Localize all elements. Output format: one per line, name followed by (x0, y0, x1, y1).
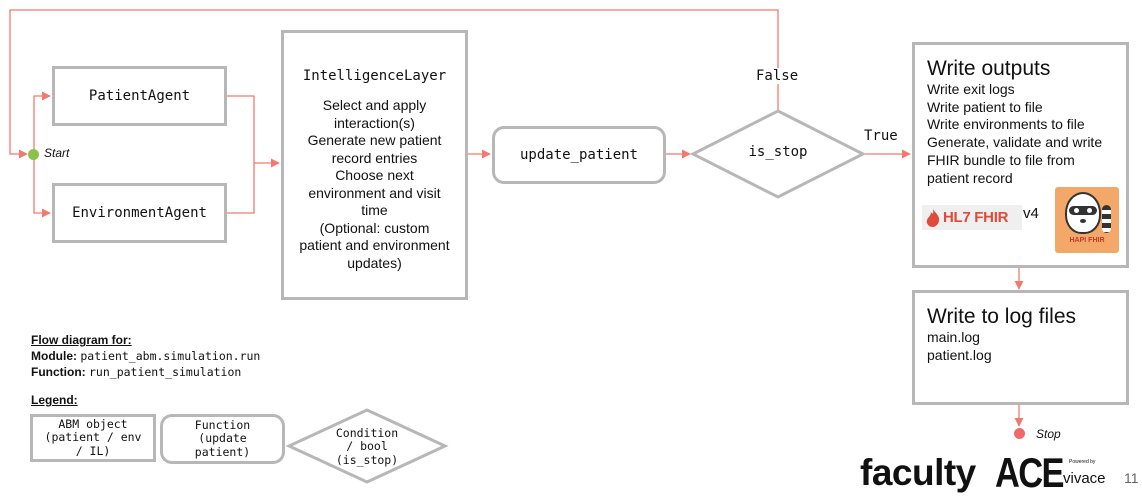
intelligence-layer-title: IntelligenceLayer (302, 68, 447, 84)
edge-patient-to-il (226, 95, 280, 168)
il-line: updates) (347, 254, 402, 271)
il-line: Choose next (335, 167, 414, 183)
write-outputs-title: Write outputs (927, 57, 1051, 80)
il-line: interaction(s) (334, 114, 415, 131)
flow-info-heading: Flow diagram for: (31, 333, 132, 347)
legend-abm-line: (patient / env (44, 430, 142, 445)
write-logs-node: Write to log files main.log patient.log (912, 290, 1129, 405)
module-value: patient_abm.simulation.run (80, 349, 261, 363)
intelligence-layer-node: IntelligenceLayer Select and apply inter… (281, 30, 468, 300)
true-edge-label: True (864, 128, 898, 144)
vivace-logo: vivace (1063, 470, 1106, 487)
write-logs-files: main.log patient.log (927, 329, 1126, 364)
start-dot (28, 149, 39, 160)
il-line: patient and environment (299, 237, 450, 253)
output-line: Write patient to file (927, 98, 1043, 115)
start-label: Start (44, 146, 70, 160)
edge-start-to-environment (33, 154, 51, 218)
il-line: record entries (331, 149, 418, 166)
function-value: run_patient_simulation (89, 365, 242, 379)
fhir-version: v4 (1023, 205, 1039, 222)
module-row: Module: patient_abm.simulation.run (31, 348, 260, 364)
legend-condition-line: (is_stop) (335, 452, 399, 467)
edge-environment-to-il (226, 163, 255, 214)
false-edge-label: False (756, 68, 799, 84)
legend-condition-line: Condition (335, 425, 399, 440)
module-label: Module: (31, 349, 77, 363)
hapi-fhir-logo: HAPI FHIR (1055, 187, 1119, 253)
stop-label: Stop (1036, 427, 1061, 441)
log-file-line: patient.log (927, 346, 992, 363)
legend-heading: Legend: (31, 393, 78, 407)
intelligence-layer-steps: Select and apply interaction(s) Generate… (284, 97, 465, 272)
edge-isstop-false-loop (9, 9, 779, 159)
write-outputs-node: Write outputs Write exit logs Write pati… (912, 42, 1129, 268)
legend-function-box: Function (update patient) (160, 414, 285, 464)
hl7-fhir-logo: HL7 FHIR (922, 205, 1022, 230)
legend-function-line: Function (194, 417, 251, 432)
il-line: time (361, 202, 388, 218)
output-line: patient record (927, 169, 1013, 186)
hapi-fhir-text: HAPI FHIR (1069, 237, 1105, 244)
il-line: Select and apply (322, 97, 427, 113)
il-line: (Optional: custom (319, 219, 430, 236)
legend-condition-line: / bool (346, 439, 388, 454)
edge-start-to-patient (33, 91, 51, 154)
legend-condition-diamond (285, 408, 449, 484)
is-stop-diamond (689, 109, 867, 199)
il-line: environment and visit (308, 184, 441, 201)
flow-info: Flow diagram for: Module: patient_abm.si… (31, 332, 260, 380)
is-stop-label: is_stop (748, 144, 808, 160)
ace-logo: ACE (995, 449, 1064, 496)
flame-icon (926, 208, 940, 227)
legend-abm-box: ABM object (patient / env / IL) (30, 414, 156, 462)
legend-function-line: patient) (194, 444, 251, 459)
patient-agent-node: PatientAgent (52, 66, 227, 126)
function-label: Function: (31, 365, 86, 379)
legend-function-line: (update (198, 431, 247, 446)
output-line: FHIR bundle to file from (927, 151, 1075, 168)
faculty-logo: faculty (860, 452, 976, 493)
raccoon-icon (1065, 192, 1101, 234)
output-line: Write exit logs (927, 81, 1015, 97)
legend-condition-text: Condition / bool (is_stop) (309, 425, 425, 469)
output-line: Write environments to file (927, 116, 1085, 133)
environment-agent-node: EnvironmentAgent (52, 183, 227, 243)
output-line: Generate, validate and write (927, 134, 1103, 151)
raccoon-tail-icon (1102, 205, 1111, 233)
legend-abm-line: / IL) (75, 443, 111, 458)
update-patient-node: update_patient (492, 126, 666, 184)
il-line: Generate new patient (307, 132, 442, 148)
powered-by-text: Powered by (1069, 459, 1096, 465)
write-logs-title: Write to log files (927, 305, 1076, 328)
legend-abm-line: ABM object (58, 416, 128, 431)
page-number: 11 (1124, 470, 1139, 486)
hl7-fhir-text: HL7 FHIR (943, 209, 1009, 226)
log-file-line: main.log (927, 329, 980, 345)
write-outputs-steps: Write exit logs Write patient to file Wr… (927, 81, 1126, 187)
function-row: Function: run_patient_simulation (31, 364, 260, 380)
stop-dot (1014, 428, 1025, 439)
